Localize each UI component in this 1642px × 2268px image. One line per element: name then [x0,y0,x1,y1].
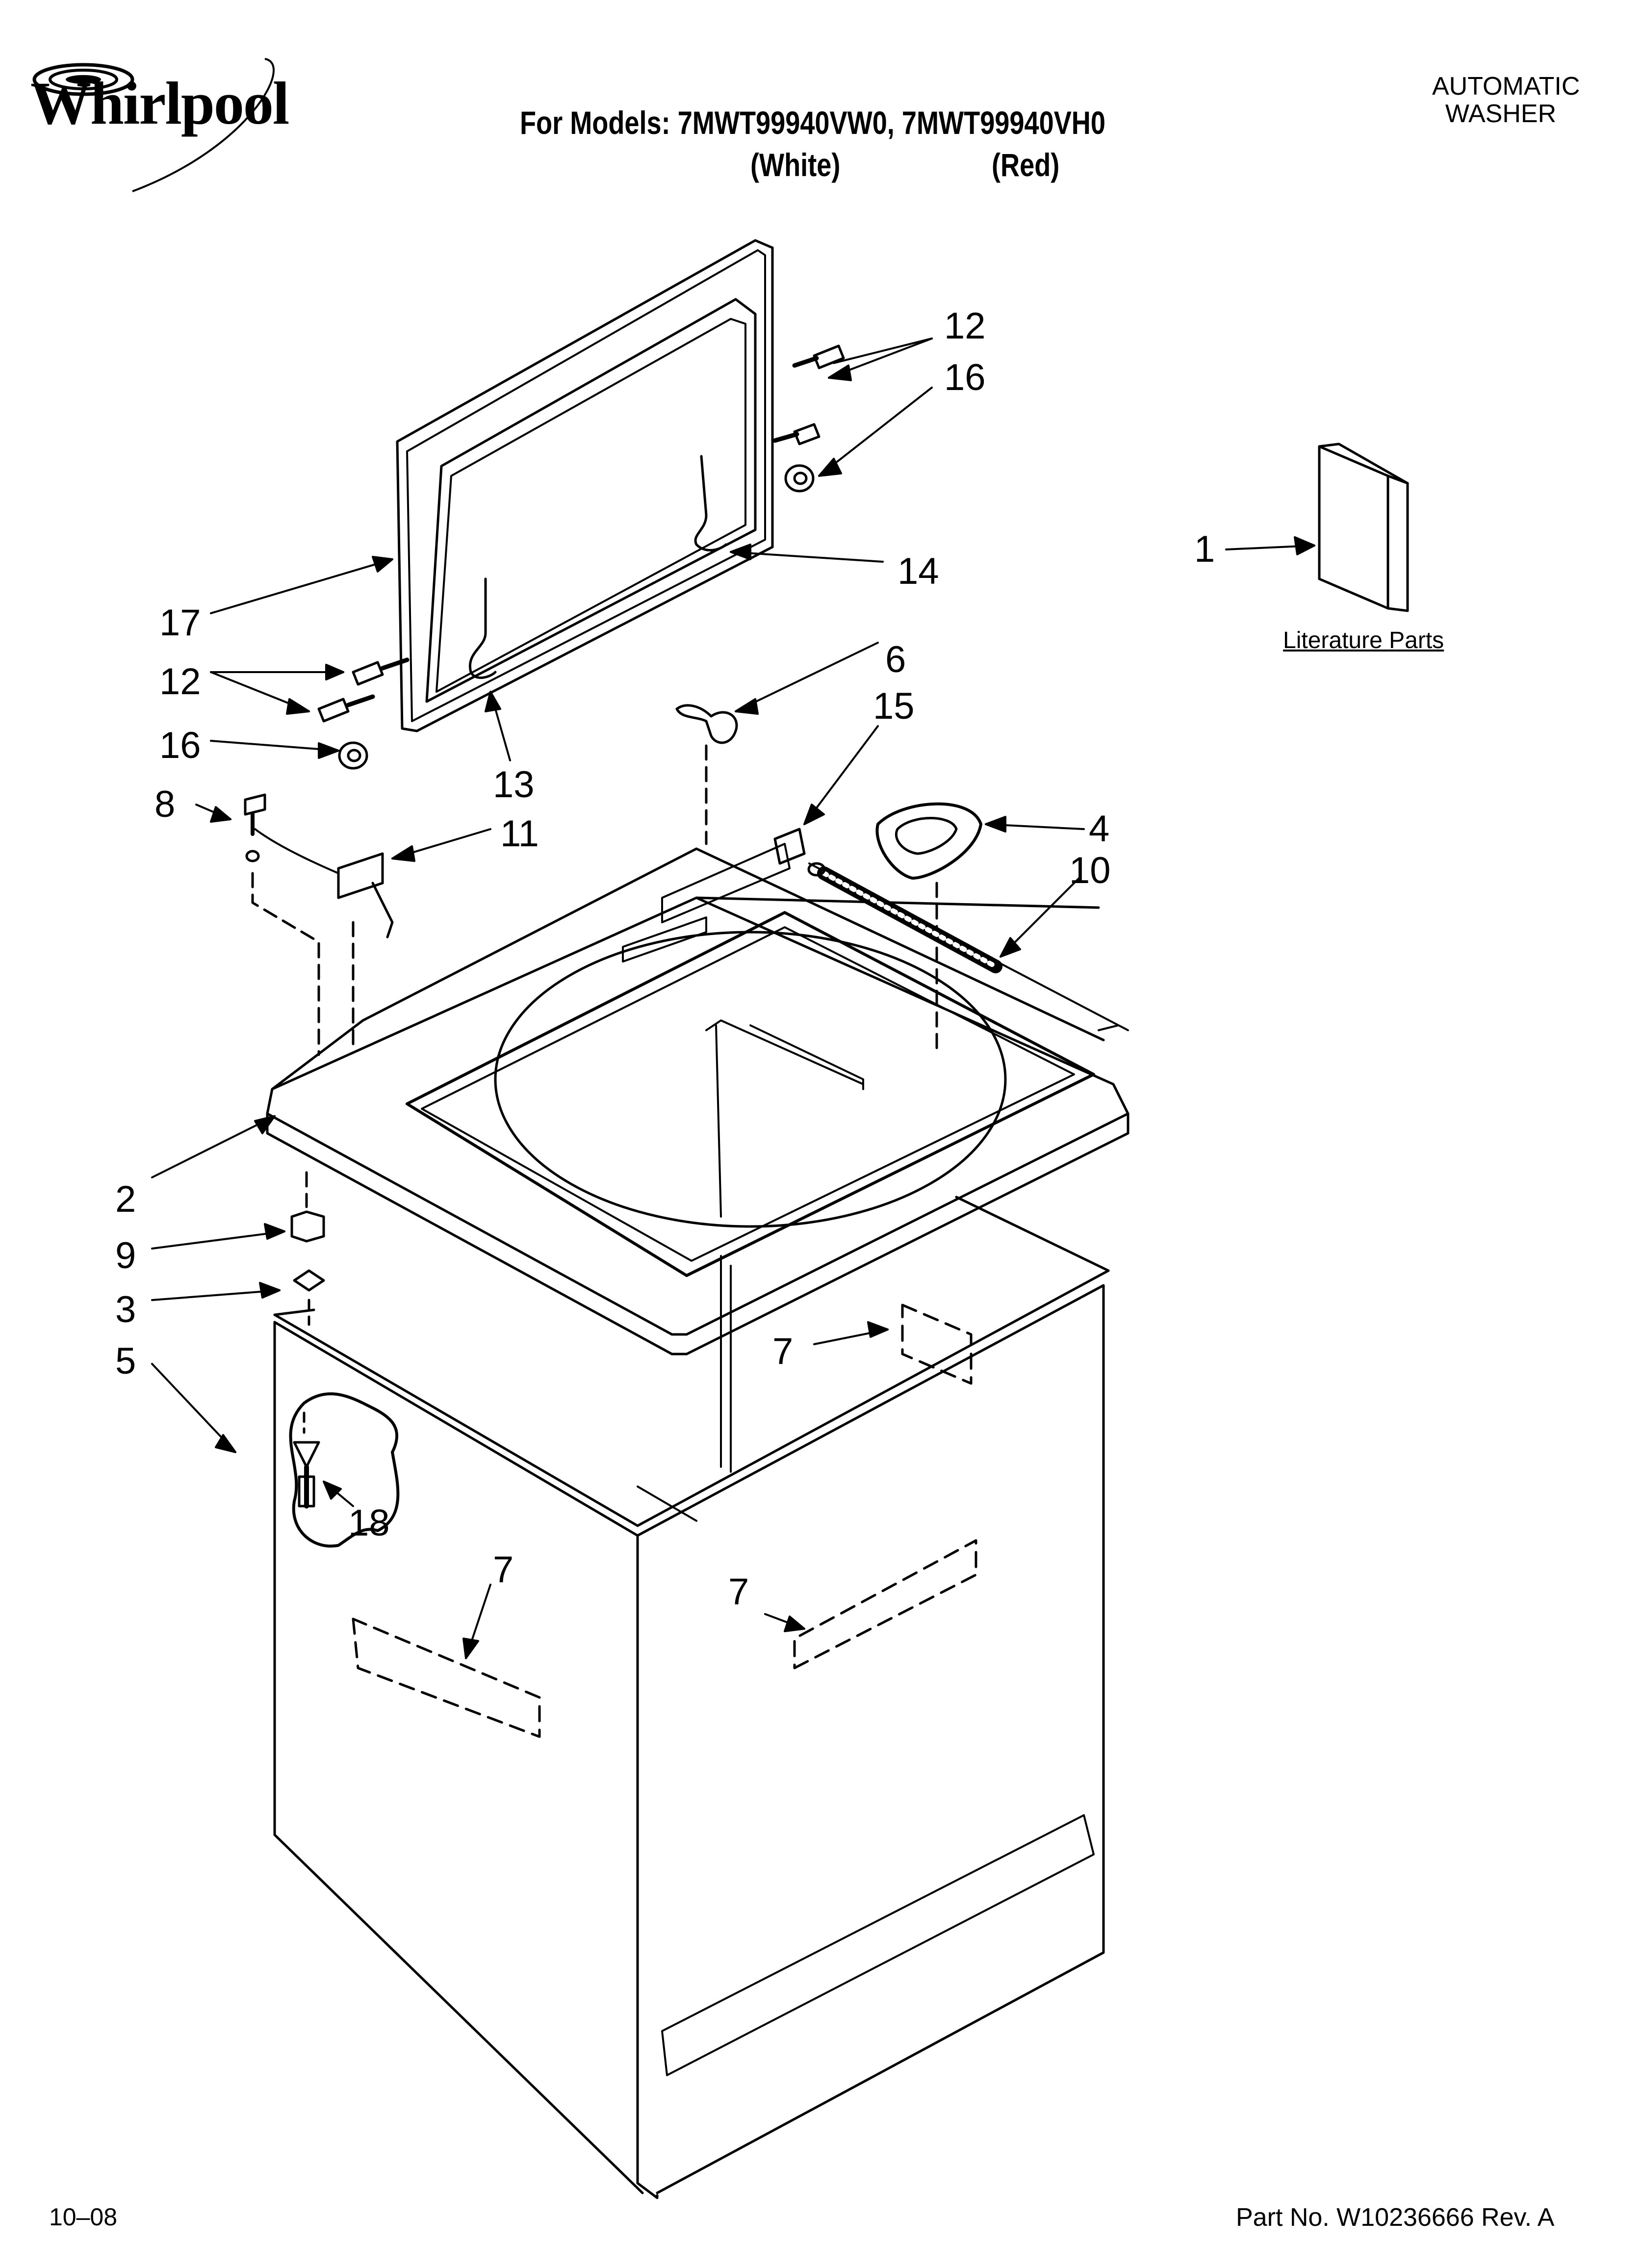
brand-name: Whirlpool [30,70,289,137]
hinge-screws-left [317,657,410,770]
callout-9: 9 [115,1235,136,1277]
spring-part-10 [807,862,1002,973]
literature-packet [1318,443,1409,612]
literature-parts-label: Literature Parts [1283,627,1444,653]
callout-numbers: 1 12 16 14 17 12 16 6 15 13 11 8 4 10 2 … [115,305,1215,1613]
date-code: 10–08 [49,2203,118,2231]
callout-7-side: 7 [728,1571,749,1613]
hinge-rods [468,455,727,679]
callout-15: 15 [873,685,915,727]
callout-7-right-top: 7 [772,1330,793,1372]
product-type-line2: WASHER [1445,100,1557,128]
callout-13: 13 [493,764,535,806]
callout-17: 17 [159,602,201,644]
product-type-line1: AUTOMATIC [1432,72,1580,101]
lid-part [396,239,774,732]
callout-3: 3 [115,1289,136,1330]
logo-swirl-icon [32,58,275,192]
callout-16-left: 16 [159,725,201,766]
callout-16-top: 16 [944,357,986,398]
callout-8: 8 [154,783,175,825]
cabinet-part [273,1196,1110,2199]
color-white-label: (White) [750,147,841,183]
whirlpool-logo [20,54,334,201]
leader-lines [151,338,1315,1659]
callout-10: 10 [1069,850,1111,891]
callout-14: 14 [898,550,939,592]
handle-part-4 [875,802,982,1056]
callout-1: 1 [1194,528,1215,570]
callout-4: 4 [1089,808,1109,850]
callout-12-top: 12 [944,305,986,347]
callout-2: 2 [115,1178,136,1220]
nut-and-clip-parts [290,1171,325,1326]
callout-6: 6 [885,639,906,680]
product-type: AUTOMATIC WASHER [1432,72,1580,128]
clip-part-6 [675,704,738,845]
top-panel-part [266,843,1129,1356]
callout-7-front: 7 [493,1549,513,1590]
part-number: Part No. W10236666 Rev. A [1236,2203,1555,2232]
bracket-part-15 [773,828,806,865]
hinge-screws-right [772,344,845,493]
callout-18: 18 [348,1502,390,1544]
callout-11: 11 [500,813,539,855]
cutaway-panel [289,1392,400,1548]
callout-12-left: 12 [159,661,201,703]
callout-5: 5 [115,1340,136,1382]
models-title: For Models: 7MWT99940VW0, 7MWT99940VH0 [520,104,1105,141]
label-outlines-part-7 [352,1303,977,1738]
lid-switch-part [244,793,394,1056]
color-red-label: (Red) [992,147,1060,183]
